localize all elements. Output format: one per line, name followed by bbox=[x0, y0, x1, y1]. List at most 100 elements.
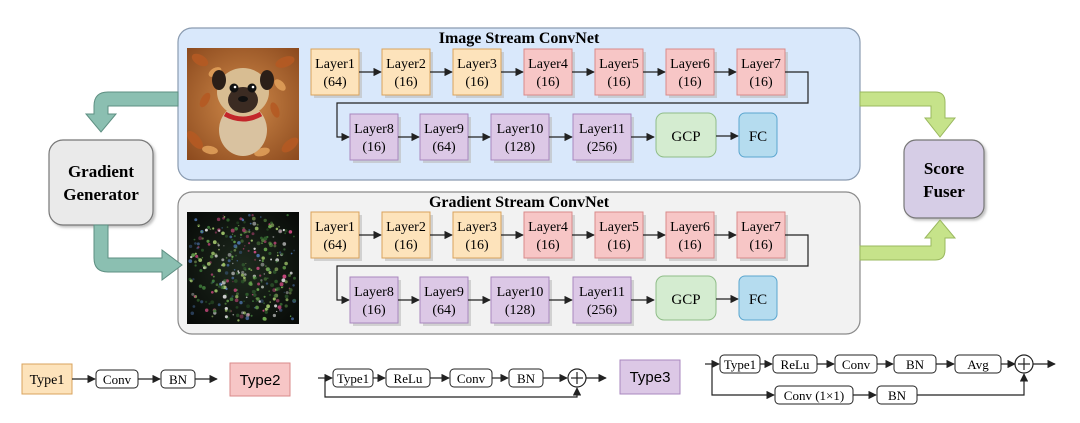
layer-box: Layer4(16) bbox=[523, 48, 575, 98]
gcp-box: GCP bbox=[655, 112, 717, 158]
layer-box: Layer1(64) bbox=[310, 48, 362, 98]
layer-channels: (16) bbox=[362, 140, 386, 155]
layer-name: Layer3 bbox=[457, 220, 497, 235]
layer-channels: (16) bbox=[465, 75, 489, 90]
fc-box: FC bbox=[738, 275, 778, 321]
layer-name: Layer4 bbox=[528, 220, 568, 235]
legend-type2-label: Type2 bbox=[240, 372, 281, 389]
layer-channels: (16) bbox=[749, 75, 773, 90]
layer-name: Layer5 bbox=[599, 220, 639, 235]
layer-box: Layer7 (16) bbox=[736, 48, 788, 98]
legend-type2-conv-label: Conv bbox=[457, 371, 486, 386]
layer-box: Layer9 (64) bbox=[419, 276, 471, 326]
gcp-label: GCP bbox=[671, 292, 700, 308]
layer-name: Layer7 bbox=[741, 57, 781, 72]
layer-box: Layer3 (16) bbox=[452, 211, 504, 261]
legend-type2-relu-label: ReLu bbox=[394, 371, 423, 386]
legend-type3-avg-label: Avg bbox=[967, 357, 989, 372]
layer-channels: (64) bbox=[432, 140, 456, 155]
layer-name: Layer2 bbox=[386, 57, 426, 72]
legend-type3-type1-label: Type1 bbox=[724, 357, 756, 372]
layer-channels: (64) bbox=[432, 303, 456, 318]
layer-name: Layer5 bbox=[599, 57, 639, 72]
layer-channels: (128) bbox=[505, 303, 536, 318]
legend-type1-bn-label: BN bbox=[169, 372, 188, 387]
layer-channels: (16) bbox=[465, 238, 489, 253]
layer-box: Layer7(16) bbox=[736, 211, 788, 261]
legend-type3-conv1x1-label: Conv (1×1) bbox=[784, 388, 844, 403]
layer-channels: (16) bbox=[536, 75, 560, 90]
layer-channels: (16) bbox=[607, 75, 631, 90]
layer-box: Layer11 (256) bbox=[572, 113, 634, 163]
layer-channels: (16) bbox=[362, 303, 386, 318]
layer-box: Layer11(256) bbox=[572, 276, 634, 326]
score-fuser-label-line1: Score bbox=[924, 159, 965, 178]
wrap-connector bbox=[336, 71, 809, 142]
layer-name: Layer10 bbox=[497, 285, 544, 300]
layer-box: Layer2 (16) bbox=[381, 211, 433, 261]
gcp-box: GCP bbox=[655, 275, 717, 321]
layer-name: Layer8 bbox=[354, 122, 394, 137]
legend-type1-conv-label: Conv bbox=[103, 372, 132, 387]
layer-box: Layer6(16) bbox=[665, 48, 717, 98]
legend-type3-label: Type3 bbox=[630, 369, 671, 386]
layer-channels: (16) bbox=[394, 75, 418, 90]
layer-channels: (16) bbox=[678, 238, 702, 253]
layer-name: Layer1 bbox=[315, 57, 355, 72]
layer-name: Layer3 bbox=[457, 57, 497, 72]
layer-box: Layer5 (16) bbox=[594, 48, 646, 98]
gradient-to-fuser-arrow bbox=[859, 219, 957, 261]
layer-name: Layer10 bbox=[497, 122, 544, 137]
gradient-generator bbox=[48, 139, 154, 226]
layer-box: Layer6(16) bbox=[665, 211, 717, 261]
legend: Type1 Conv BN Type2 Type1 ReLu Conv BN T… bbox=[21, 354, 1056, 405]
layer-name: Layer1 bbox=[315, 220, 355, 235]
image-stream-layers: Layer1(64)Layer2(16)Layer3(16)Layer4(16)… bbox=[310, 48, 809, 163]
generator-to-gradient-arrow bbox=[93, 224, 183, 281]
layer-box: Layer8(16) bbox=[349, 276, 401, 326]
legend-type3-conv-label: Conv bbox=[842, 357, 871, 372]
gradient-generator-label-line1: Gradient bbox=[68, 162, 134, 181]
layer-channels: (64) bbox=[323, 238, 347, 253]
layer-box: Layer10(128) bbox=[490, 113, 552, 163]
layer-channels: (256) bbox=[587, 140, 618, 155]
legend-type3-relu-label: ReLu bbox=[781, 357, 810, 372]
image-stream-title: Image Stream ConvNet bbox=[439, 30, 600, 47]
legend-type3-skip-bn-label: BN bbox=[888, 388, 907, 403]
layer-name: Layer6 bbox=[670, 57, 710, 72]
image-to-fuser-arrow bbox=[859, 91, 957, 138]
layer-box: Layer5 (16) bbox=[594, 211, 646, 261]
layer-channels: (16) bbox=[394, 238, 418, 253]
fc-box: FC bbox=[738, 112, 778, 158]
gradient-image bbox=[187, 212, 299, 324]
pug-image bbox=[186, 48, 299, 160]
layer-channels: (16) bbox=[607, 238, 631, 253]
fc-label: FC bbox=[749, 129, 767, 145]
wrap-connector bbox=[336, 234, 809, 305]
layer-name: Layer9 bbox=[424, 122, 464, 137]
layer-name: Layer2 bbox=[386, 220, 426, 235]
layer-channels: (16) bbox=[536, 238, 560, 253]
legend-type2-bn-label: BN bbox=[517, 371, 536, 386]
fc-label: FC bbox=[749, 292, 767, 308]
layer-box: Layer10 (128) bbox=[490, 276, 552, 326]
layer-box: Layer2 (16) bbox=[381, 48, 433, 98]
gradient-stream-title: Gradient Stream ConvNet bbox=[429, 194, 610, 211]
layer-box: Layer8 (16) bbox=[349, 113, 401, 163]
layer-box: Layer3 (16) bbox=[452, 48, 504, 98]
gradient-stream-layers: Layer1 (64) Layer2 (16) Layer3 (16) Layer4 (16)… bbox=[310, 211, 809, 326]
legend-type1-label: Type1 bbox=[30, 373, 65, 388]
layer-box: Layer1 (64) bbox=[310, 211, 362, 261]
legend-type3-swatch bbox=[619, 359, 681, 395]
layer-channels: (16) bbox=[749, 238, 773, 253]
layer-name: Layer9 bbox=[424, 285, 464, 300]
layer-box: Layer9 (64) bbox=[419, 113, 471, 163]
layer-name: Layer11 bbox=[579, 122, 625, 137]
layer-name: Layer11 bbox=[579, 285, 625, 300]
score-fuser-label-line2: Fuser bbox=[923, 182, 965, 201]
legend-type3-bn-label: BN bbox=[906, 357, 925, 372]
legend-type2-type1-label: Type1 bbox=[337, 371, 369, 386]
legend-type2-skip bbox=[324, 378, 582, 398]
image-to-generator-arrow bbox=[84, 91, 179, 133]
